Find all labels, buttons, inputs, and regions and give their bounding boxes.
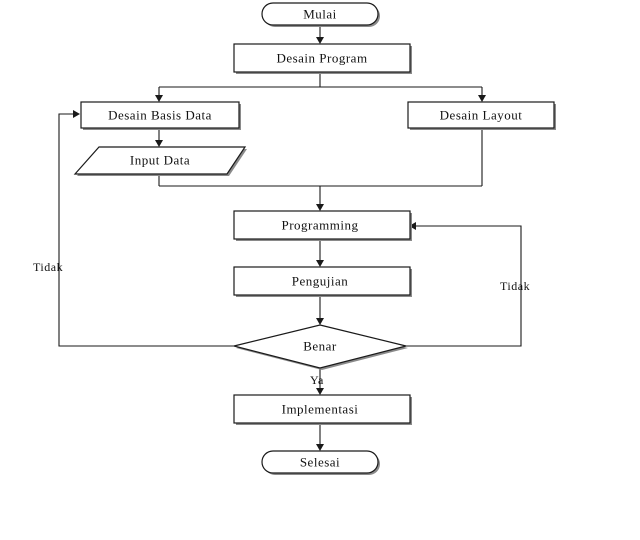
decision-label: Benar — [303, 339, 337, 354]
node-decision: Benar — [233, 324, 408, 370]
arrowhead — [316, 318, 324, 325]
process-shape — [233, 43, 411, 73]
connector-no-left-loop — [58, 113, 234, 347]
process-shape — [233, 394, 411, 424]
start-label: Mulai — [303, 7, 337, 22]
connector-no-right-loop — [406, 225, 522, 347]
design-layout-label: Desain Layout — [440, 108, 523, 123]
implementation-label: Implementasi — [282, 402, 359, 417]
edge-label-yes: Ya — [310, 373, 324, 387]
process-shape — [233, 210, 411, 240]
input-data-label: Input Data — [130, 153, 190, 168]
node-start: Mulai — [261, 2, 380, 27]
node-design-layout: Desain Layout — [407, 101, 556, 130]
design-program-label: Desain Program — [276, 51, 367, 66]
node-end: Selesai — [261, 450, 380, 475]
process-shape — [80, 101, 240, 129]
design-database-label: Desain Basis Data — [108, 108, 212, 123]
end-label: Selesai — [300, 455, 340, 470]
node-programming: Programming — [233, 210, 412, 241]
terminator-shape — [261, 450, 379, 474]
process-shape — [407, 101, 555, 129]
edge-label-no-left: Tidak — [33, 260, 63, 274]
node-input-data: Input Data — [73, 146, 247, 176]
programming-label: Programming — [282, 218, 359, 233]
arrowhead — [316, 444, 324, 451]
arrowhead — [155, 140, 163, 147]
node-testing: Pengujian — [233, 266, 412, 297]
edge-label-no-right: Tidak — [500, 279, 530, 293]
node-design-database: Desain Basis Data — [80, 101, 241, 130]
node-design-program: Desain Program — [233, 43, 412, 74]
arrowhead — [316, 260, 324, 267]
arrowhead — [155, 95, 163, 102]
arrowhead — [409, 222, 416, 230]
node-implementation: Implementasi — [233, 394, 412, 425]
terminator-shape — [261, 2, 379, 26]
arrowhead — [316, 37, 324, 44]
process-shape — [233, 266, 411, 296]
testing-label: Pengujian — [292, 274, 349, 289]
arrowhead — [316, 388, 324, 395]
arrowhead — [73, 110, 80, 118]
arrowhead — [316, 204, 324, 211]
input-parallelogram-shape — [73, 146, 247, 175]
arrowhead — [478, 95, 486, 102]
connectors — [58, 24, 522, 451]
decision-diamond-shape — [233, 324, 407, 369]
